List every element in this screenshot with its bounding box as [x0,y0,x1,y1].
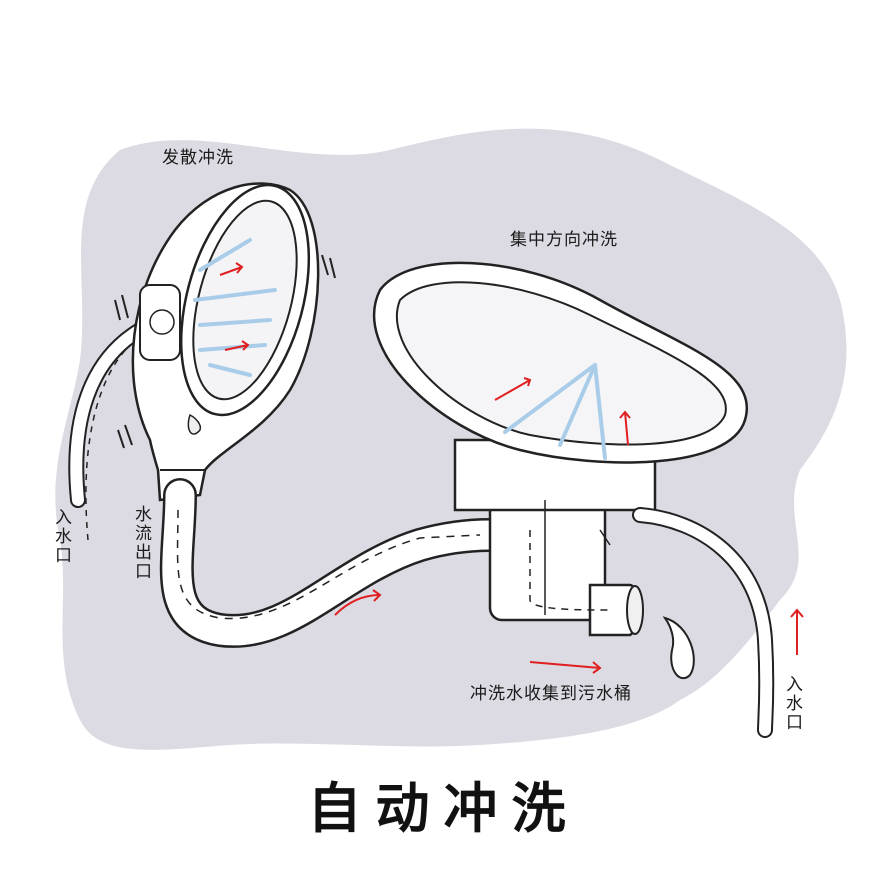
label-water-out: 水流出口 [131,505,151,581]
page-title: 自动冲洗 [307,777,580,840]
basin-jets [503,363,607,460]
vibration-marks [114,254,336,449]
spray-arrows [219,262,250,351]
label-directional-rinse: 集中方向冲洗 [510,230,618,250]
label-collect-waste: 冲洗水收集到污水桶 [470,684,632,704]
basin-drain-flow [529,530,611,611]
label-water-in-right: 入水口 [782,675,802,732]
water-drop [662,616,695,680]
right-inlet-hose [634,509,773,736]
outlet-hose [162,480,505,646]
basin [372,261,748,637]
left-inlet-hose-inner [70,324,146,506]
flow-arrows [334,589,804,674]
label-diffuse-rinse: 发散冲洗 [162,148,234,168]
basin-arrows [494,377,631,446]
label-water-in-left: 入水口 [51,508,71,565]
